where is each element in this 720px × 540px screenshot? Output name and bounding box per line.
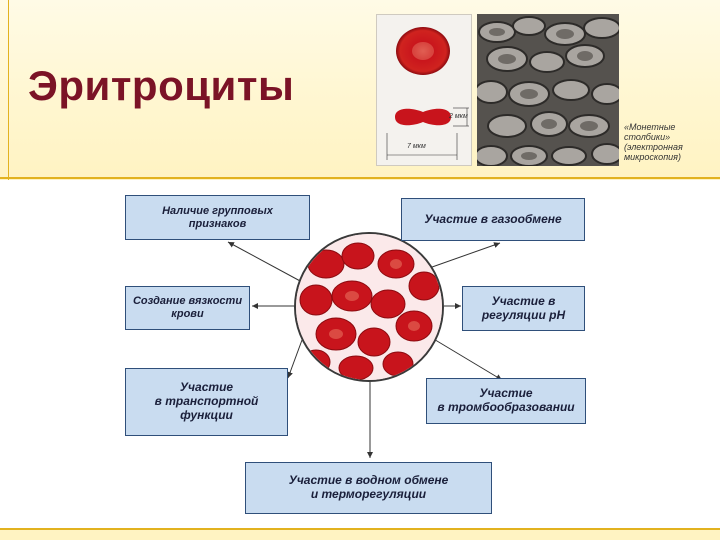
- function-box-ph-regulation: Участие в регуляции рН: [462, 286, 585, 331]
- arrow-to-thrombus: [432, 338, 502, 380]
- function-box-transport: Участие в транспортной функции: [125, 368, 288, 436]
- function-box-viscosity: Создание вязкости крови: [125, 286, 250, 330]
- arrow-to-transport: [288, 340, 302, 378]
- function-box-gas-exchange: Участие в газообмене: [401, 198, 585, 241]
- function-box-water-exchange: Участие в водном обмене и терморегуляции: [245, 462, 492, 514]
- function-box-group-features: Наличие групповых признаков: [125, 195, 310, 240]
- blood-cells-photo: [294, 232, 444, 382]
- bottom-accent-band: [0, 528, 720, 540]
- arrow-to-group-features: [228, 242, 302, 282]
- function-box-thrombus: Участие в тромбообразовании: [426, 378, 586, 424]
- red-blood-cells: [296, 234, 444, 382]
